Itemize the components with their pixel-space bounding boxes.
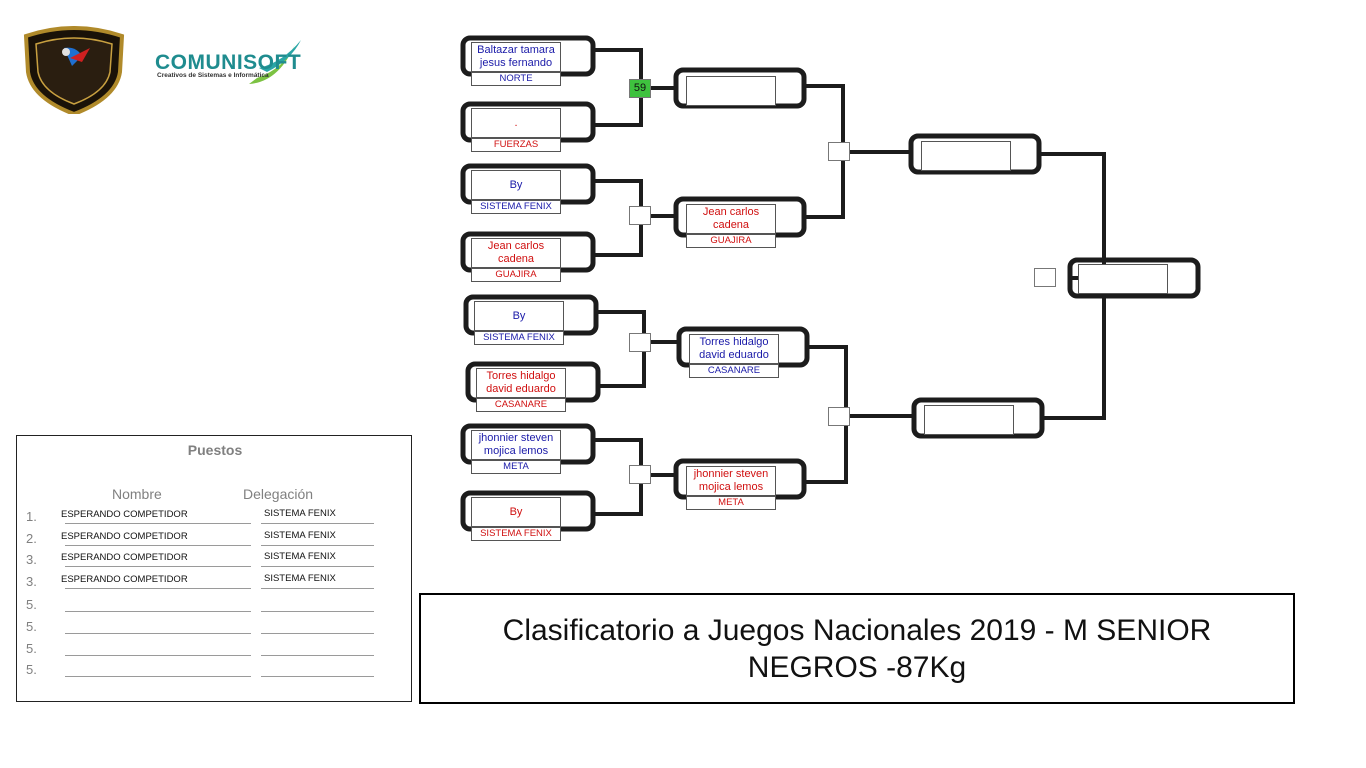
- competitor-delegation: FUERZAS: [471, 138, 561, 152]
- match-number: [828, 407, 850, 426]
- standings-rank: 3.: [26, 574, 37, 589]
- competitor-name: [924, 405, 1014, 435]
- connector-line: [804, 84, 911, 219]
- competitor-name: .: [471, 108, 561, 138]
- brand-tagline: Creativos de Sistemas e Informática: [157, 72, 269, 79]
- connector-line: [804, 345, 914, 484]
- competitor-name: jhonnier steven mojica lemos: [686, 466, 776, 496]
- standings-name-header: Nombre: [112, 486, 162, 502]
- standings-delegation-underline: [261, 633, 374, 634]
- standings-name: ESPERANDO COMPETIDOR: [61, 531, 188, 542]
- standings-delegation: SISTEMA FENIX: [264, 530, 336, 541]
- competitor-name: Jean carlos cadena: [471, 238, 561, 268]
- competitor-delegation: SISTEMA FENIX: [474, 331, 564, 345]
- competitor-name: Torres hidalgo david eduardo: [476, 368, 566, 398]
- competitor-name: Torres hidalgo david eduardo: [689, 334, 779, 364]
- match-number: 59: [629, 79, 651, 98]
- match-number: [1034, 268, 1056, 287]
- standings-name-underline: [65, 611, 251, 612]
- standings-delegation-underline: [261, 545, 374, 546]
- competitor-delegation: SISTEMA FENIX: [471, 200, 561, 214]
- standings-name-underline: [65, 676, 251, 677]
- standings-name-underline: [65, 588, 251, 589]
- standings-rank: 1.: [26, 509, 37, 524]
- standings-rank: 5.: [26, 597, 37, 612]
- competitor-name: By: [471, 170, 561, 200]
- competitor-name: By: [471, 497, 561, 527]
- standings-name-underline: [65, 655, 251, 656]
- competitor-name: Baltazar tamara jesus fernando: [471, 42, 561, 72]
- standings-name: ESPERANDO COMPETIDOR: [61, 552, 188, 563]
- standings-delegation-header: Delegación: [243, 486, 314, 502]
- final-competitor: [1078, 264, 1168, 294]
- comunisoft-logo: COMUNISOFT Creativos de Sistemas e Infor…: [155, 38, 330, 88]
- standings-panel: Puestos Nombre Delegación 1. ESPERANDO CO…: [16, 435, 412, 702]
- competitor-name: jhonnier steven mojica lemos: [471, 430, 561, 460]
- standings-rank: 3.: [26, 552, 37, 567]
- standings-name-underline: [65, 523, 251, 524]
- competitor-delegation: GUAJIRA: [471, 268, 561, 282]
- competitor-delegation: META: [471, 460, 561, 474]
- match-number: [629, 206, 651, 225]
- competitor-name: Jean carlos cadena: [686, 204, 776, 234]
- standings-name-underline: [65, 545, 251, 546]
- competitor-delegation: NORTE: [471, 72, 561, 86]
- competitor-name: [921, 141, 1011, 171]
- match-number: [828, 142, 850, 161]
- standings-rank: 5.: [26, 641, 37, 656]
- standings-delegation-underline: [261, 588, 374, 589]
- standings-delegation: SISTEMA FENIX: [264, 573, 336, 584]
- standings-name: ESPERANDO COMPETIDOR: [61, 509, 188, 520]
- standings-title: Puestos: [187, 442, 243, 458]
- competitor-delegation: SISTEMA FENIX: [471, 527, 561, 541]
- standings-delegation-underline: [261, 655, 374, 656]
- competitor-delegation: GUAJIRA: [686, 234, 776, 248]
- standings-delegation-underline: [261, 676, 374, 677]
- standings-name: ESPERANDO COMPETIDOR: [61, 574, 188, 585]
- swoosh-icon: [249, 40, 301, 84]
- standings-rank: 5.: [26, 662, 37, 677]
- standings-rank: 5.: [26, 619, 37, 634]
- competitor-name: By: [474, 301, 564, 331]
- standings-rank: 2.: [26, 531, 37, 546]
- standings-delegation: SISTEMA FENIX: [264, 508, 336, 519]
- standings-delegation-underline: [261, 611, 374, 612]
- standings-delegation-underline: [261, 566, 374, 567]
- standings-name-underline: [65, 566, 251, 567]
- event-title-line2: NEGROS -87Kg: [747, 650, 967, 684]
- competitor-delegation: CASANARE: [476, 398, 566, 412]
- standings-delegation: SISTEMA FENIX: [264, 551, 336, 562]
- standings-name-underline: [65, 633, 251, 634]
- event-title: Clasificatorio a Juegos Nacionales 2019 …: [419, 593, 1295, 704]
- standings-delegation-underline: [261, 523, 374, 524]
- competitor-delegation: CASANARE: [689, 364, 779, 378]
- match-number: [629, 465, 651, 484]
- competitor-name: [686, 76, 776, 106]
- match-number: [629, 333, 651, 352]
- brand-name: COMUNISOFT: [155, 51, 302, 74]
- event-title-line1: Clasificatorio a Juegos Nacionales 2019 …: [502, 613, 1212, 647]
- competitor-delegation: META: [686, 496, 776, 510]
- federation-logo: [20, 26, 128, 117]
